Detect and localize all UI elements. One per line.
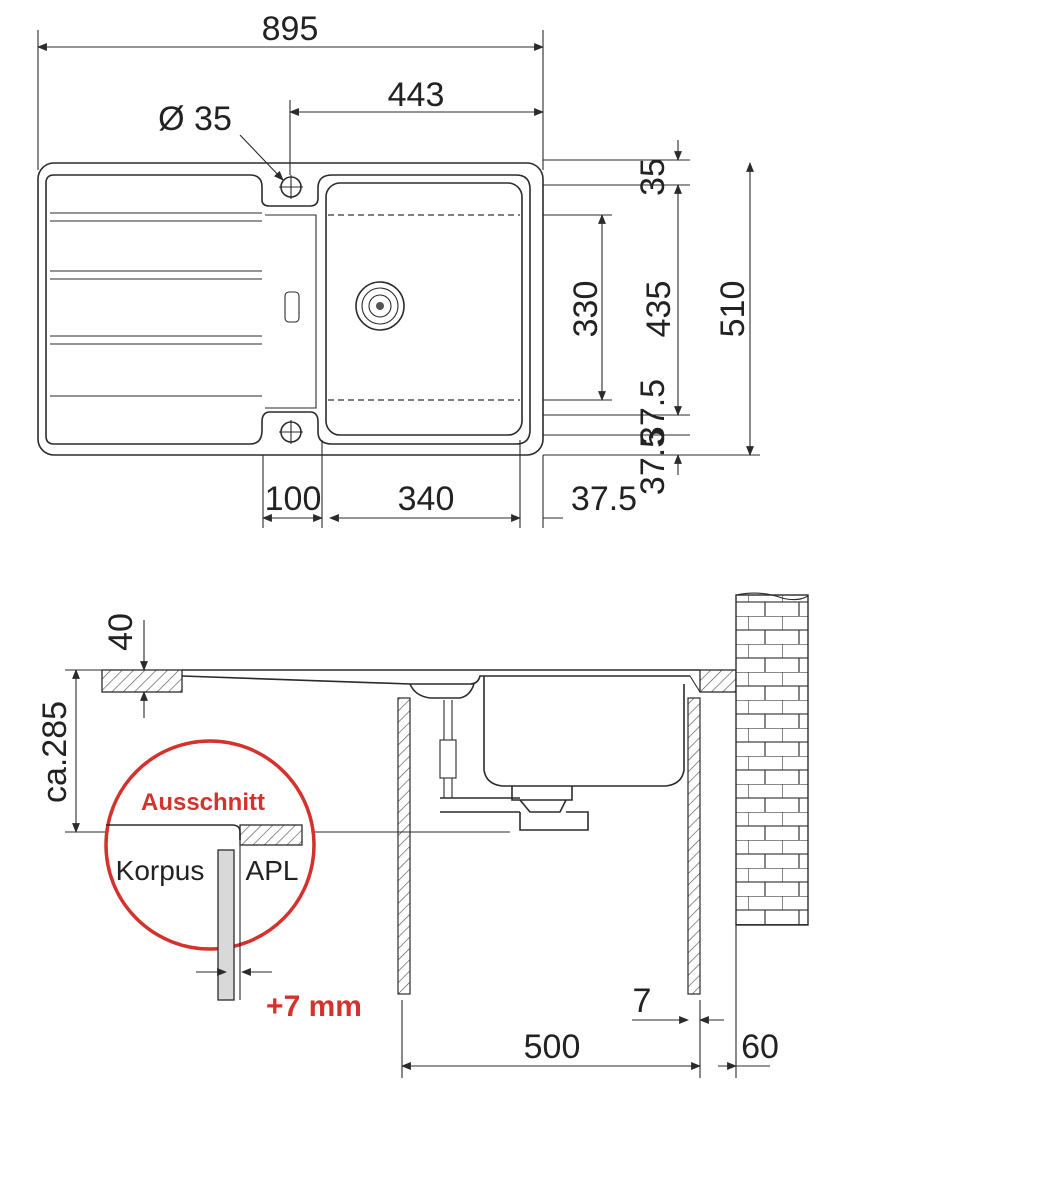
korpus-panel [217,849,235,1001]
dim-drainer-gap: 100 [265,480,322,518]
dim-wall: 60 [741,1028,779,1066]
dim-bottom-right: 37.5 [571,480,637,518]
main-bowl [325,182,523,436]
cabinet-left [397,697,411,995]
drain-icon [355,281,405,331]
detail-note: +7 mm [266,990,362,1023]
top-view: 895 443 Ø 35 35 330 435 510 37.5 37.5 10… [37,10,760,528]
label-apl: APL [246,855,299,886]
sink-outline [37,162,544,456]
worktop-right [699,669,737,693]
dim-bowl-edge-width: 443 [388,76,445,114]
cabinet-right [687,697,701,995]
dim-right-upper: 37.5 [634,379,672,445]
dim-bowl-width: 340 [398,480,455,518]
dim-inner-length: 435 [640,281,678,338]
label-korpus: Korpus [116,855,205,886]
section-view: 40 ca.285 500 7 60 [36,592,809,1078]
dim-bowl-depth: 330 [567,281,605,338]
dim-tap-hole: Ø 35 [158,100,232,138]
dim-height: ca.285 [36,701,74,803]
detail-cutout: Ausschnitt Korpus APL +7 mm [104,739,362,1023]
dim-cabinet: 500 [524,1028,581,1066]
worktop-left [101,669,183,693]
dim-worktop: 40 [102,613,140,651]
brick-wall [735,594,809,926]
overflow-slot [284,291,300,323]
dim-overall-width: 895 [262,10,319,48]
dim-right-lower: 37.5 [634,429,672,495]
dim-offset: 7 [633,982,652,1020]
dim-top-edge: 35 [634,158,672,196]
detail-circle [104,739,316,951]
dim-overall-depth: 510 [714,281,752,338]
detail-title: Ausschnitt [141,789,265,816]
